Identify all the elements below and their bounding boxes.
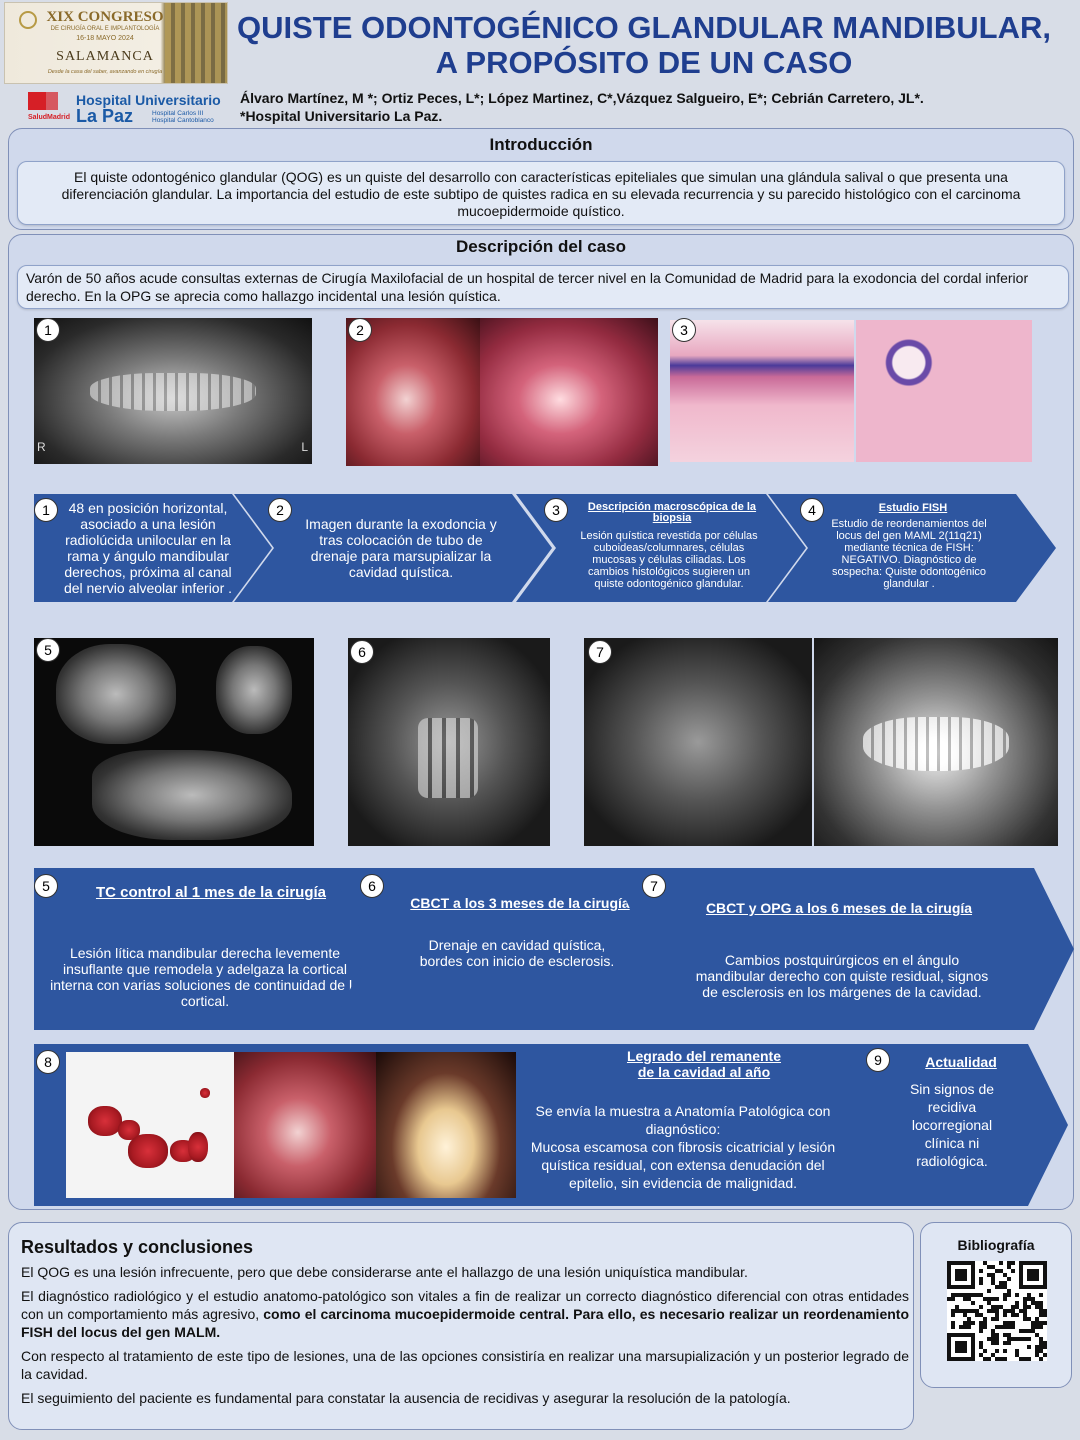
- intro-title: Introducción: [489, 135, 593, 154]
- bibliography-section: Bibliografía: [920, 1222, 1072, 1388]
- hospital-logo: SaludMadrid Hospital Universitario La Pa…: [28, 90, 228, 126]
- congress-emblem-icon: [19, 11, 37, 29]
- step-number: 9: [866, 1048, 890, 1072]
- case-title: Descripción del caso: [455, 237, 627, 256]
- results-title: Resultados y conclusiones: [21, 1237, 254, 1257]
- hospital-subunits: Hospital Carlos III Hospital Cantoblanco: [152, 110, 214, 124]
- image-number: 7: [588, 640, 612, 664]
- case-description-box: Varón de 50 años acude consultas externa…: [17, 265, 1069, 309]
- step-arrow-7: CBCT y OPG a los 6 meses de la cirugía C…: [610, 868, 1074, 1030]
- histology-image-1: [670, 320, 854, 462]
- results-body: El QOG es una lesión infrecuente, pero q…: [21, 1263, 909, 1413]
- image-number: 1: [36, 318, 60, 342]
- step-number: 6: [360, 874, 384, 898]
- salud-madrid-label: SaludMadrid: [28, 114, 71, 121]
- authors: Álvaro Martínez, M *; Ortiz Peces, L*; L…: [240, 90, 924, 124]
- image-number: 3: [672, 318, 696, 342]
- step-number: 3: [544, 498, 568, 522]
- histology-image-2: [856, 320, 1032, 462]
- step-arrow-3: Descripción macroscópica de la biopsia L…: [516, 494, 806, 602]
- intro-section: Introducción El quiste odontogénico glan…: [8, 128, 1074, 230]
- results-paragraph: El diagnóstico radiológico y el estudio …: [21, 1288, 909, 1340]
- step-number: 4: [800, 498, 824, 522]
- curettage-intraoral-photo: [234, 1052, 376, 1198]
- specimen-photo: [66, 1052, 234, 1198]
- intraoral-photo-2: [480, 318, 658, 466]
- step-arrow-4: Estudio FISH Estudio de reordenamientos …: [768, 494, 1056, 602]
- congress-dates: 16-18 MAYO 2024: [76, 35, 134, 42]
- image-number: 2: [348, 318, 372, 342]
- poster-title: QUISTE ODONTOGÉNICO GLANDULAR MANDIBULAR…: [236, 10, 1052, 80]
- congress-subtitle: DE CIRUGÍA ORAL E IMPLANTOLOGÍA: [50, 26, 160, 32]
- results-paragraph: El seguimiento del paciente es fundament…: [21, 1390, 791, 1406]
- results-section: Resultados y conclusiones El QOG es una …: [8, 1222, 914, 1430]
- congress-logo: XIX CONGRESO DE CIRUGÍA ORAL E IMPLANTOL…: [4, 2, 228, 84]
- case-description: Varón de 50 años acude consultas externa…: [26, 270, 1029, 304]
- hospital-name-line2: La Paz: [76, 106, 134, 126]
- opg-6-months-image: [814, 638, 1058, 846]
- congress-building-image: [165, 3, 227, 83]
- image-number: 5: [36, 638, 60, 662]
- molar-photo: [376, 1052, 516, 1198]
- opg-xray-image: R L: [34, 318, 312, 464]
- step-number: 1: [34, 498, 58, 522]
- qr-code-icon[interactable]: [947, 1261, 1047, 1361]
- step-number: 7: [642, 874, 666, 898]
- ct-scan-image: [34, 638, 314, 846]
- congress-city: SALAMANCA: [56, 49, 154, 64]
- hospital-name-line1: Hospital Universitario: [76, 92, 221, 108]
- image-number: 6: [350, 640, 374, 664]
- results-paragraph: El QOG es una lesión infrecuente, pero q…: [21, 1264, 748, 1280]
- results-paragraph: Con respecto al tratamiento de este tipo…: [21, 1348, 909, 1382]
- cbct-3-months-image: [348, 638, 550, 846]
- intro-text: El quiste odontogénico glandular (QOG) e…: [61, 169, 1021, 219]
- step-arrow-1: 48 en posición horizontal, asociado a un…: [34, 494, 272, 602]
- congress-name: XIX CONGRESO: [46, 9, 164, 25]
- intro-box: El quiste odontogénico glandular (QOG) e…: [17, 161, 1065, 225]
- bibliography-title: Bibliografía: [957, 1237, 1035, 1253]
- step-number: 5: [34, 874, 58, 898]
- cbct-6-months-image: [584, 638, 812, 846]
- congress-motto: Desde la casa del saber, avanzando en ci…: [47, 69, 163, 75]
- intraoral-photo-1: [346, 318, 480, 466]
- image-number: 8: [36, 1050, 60, 1074]
- step-number: 2: [268, 498, 292, 522]
